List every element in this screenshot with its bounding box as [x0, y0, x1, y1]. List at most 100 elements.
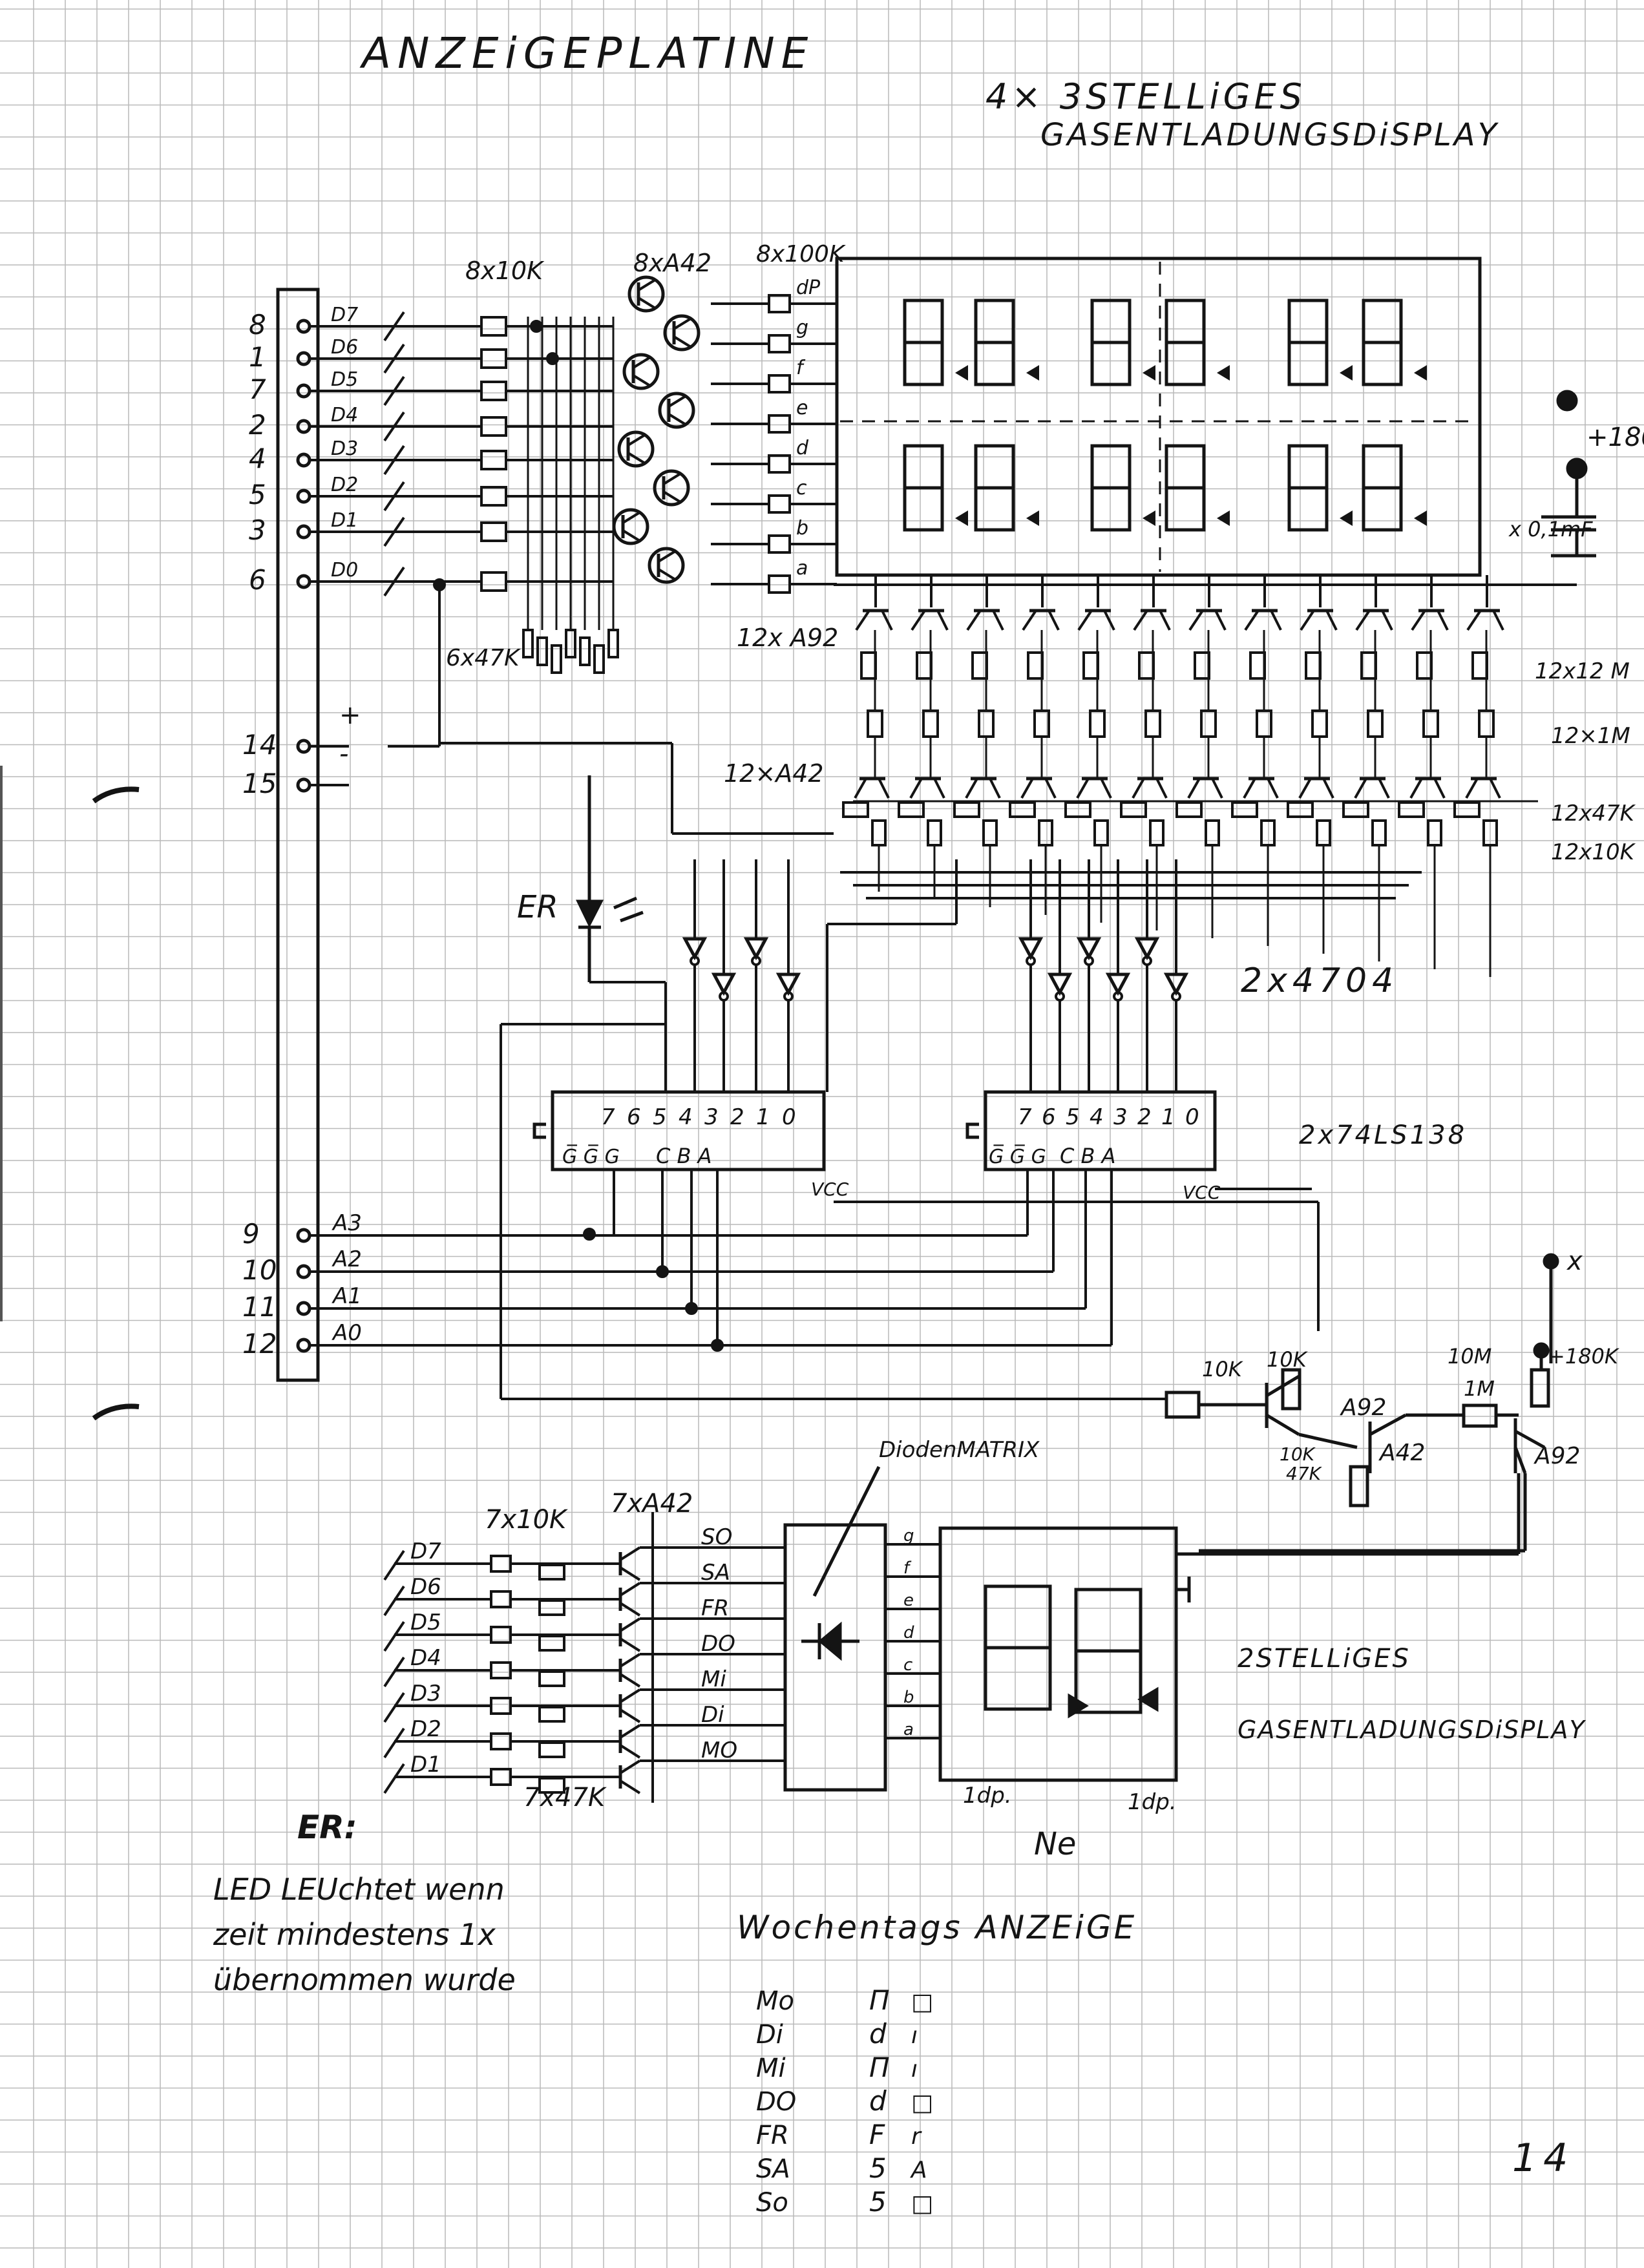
pin-number: 5 — [249, 479, 266, 510]
transistor-lead — [619, 1546, 641, 1561]
resistor — [1064, 801, 1091, 818]
pin-terminal — [296, 739, 311, 754]
transistor-lead — [619, 1566, 641, 1581]
sheet-title: ANZEiGEPLATINE — [359, 28, 814, 78]
resistor — [871, 819, 887, 846]
bottom-display-caption-line2: GASENTLADUNGSDiSPLAY — [1238, 1716, 1586, 1744]
transistor-lead — [619, 1673, 641, 1688]
decoder-output-label: 4 — [679, 1104, 693, 1130]
transistor-lead — [1020, 778, 1034, 799]
transistor-lead — [619, 1602, 641, 1617]
resistor — [538, 1564, 565, 1580]
resistor — [1093, 819, 1109, 846]
resistor — [1287, 801, 1314, 818]
pin-terminal — [296, 419, 311, 434]
transistor-lead — [1433, 778, 1446, 799]
inverter-bubble — [1026, 956, 1036, 966]
transistor — [622, 353, 660, 390]
segment-label: d — [796, 437, 809, 459]
resistor — [867, 709, 883, 738]
resistor — [1416, 651, 1433, 680]
resistor — [922, 709, 939, 738]
weekday-glyph-1: 5 — [869, 2186, 887, 2218]
label-hv-r4: 47K — [1286, 1463, 1323, 1484]
pin-number: 10 — [242, 1254, 277, 1286]
weekday-day-label: Mo — [756, 1986, 794, 2016]
note-line1: LED LEUchtet wenn — [213, 1872, 505, 1907]
pin-number: 14 — [242, 729, 277, 761]
label-r-anode: 8x100K — [756, 241, 846, 268]
bottom-segment-label: b — [903, 1688, 914, 1707]
transistor-lead — [1378, 778, 1390, 799]
label-r-lower-data: 6x47K — [446, 645, 521, 671]
digit-driver-array — [834, 575, 1577, 977]
transistor-lead — [1322, 778, 1334, 799]
bus-slash — [383, 375, 405, 406]
day-code-label: SA — [701, 1560, 730, 1586]
resistor — [579, 636, 591, 666]
address-signal-label: A3 — [332, 1210, 362, 1236]
transistor-lead — [1270, 610, 1282, 631]
decoder-vcc-label: VCC — [1183, 1182, 1221, 1203]
resistor — [490, 1697, 512, 1715]
transistor-lead — [619, 1637, 641, 1652]
bottom-data-label: D6 — [410, 1574, 441, 1600]
inverter-bubble — [1084, 956, 1094, 966]
transistor-lead — [1155, 778, 1168, 799]
data-signal-label: D7 — [331, 304, 358, 326]
top-display-module — [835, 257, 1482, 577]
junction-dot — [583, 1228, 596, 1241]
junction-dot — [546, 352, 559, 365]
transistor-lead — [1411, 609, 1426, 631]
transistor — [612, 508, 649, 545]
pin-number: 4 — [249, 443, 266, 474]
transistor — [658, 392, 695, 429]
bottom-segment-label: a — [903, 1720, 914, 1739]
resistor — [978, 709, 995, 738]
decoder-output-label: 6 — [627, 1104, 641, 1130]
transistor-lead — [1187, 778, 1201, 799]
label-hv-t1: A92 — [1340, 1394, 1386, 1421]
transistor-lead — [619, 1744, 641, 1759]
decimal-point — [1026, 365, 1039, 381]
inverter-group — [682, 859, 1189, 1092]
pin-number: 6 — [249, 564, 266, 596]
transistor-lead — [622, 529, 641, 542]
note-line3: übernommen wurde — [213, 1962, 516, 1997]
transistor-lead — [933, 778, 945, 799]
transistor-lead — [1243, 778, 1256, 799]
decoder-output-label: 5 — [1066, 1104, 1080, 1130]
label-decoders: 2x74LS138 — [1299, 1120, 1467, 1150]
weekday-heading: Wochentags ANZEiGE — [737, 1909, 1137, 1946]
bus-slash — [383, 1692, 405, 1723]
decoder-output-label: 5 — [653, 1104, 667, 1130]
inverter-bubble — [690, 956, 700, 966]
weekday-day-label: FR — [756, 2121, 789, 2150]
label-x: x — [1566, 1246, 1583, 1276]
data-signal-label: D3 — [331, 437, 358, 460]
resistor — [1427, 819, 1442, 846]
decoder-output-label: 2 — [1137, 1104, 1152, 1130]
resistor — [538, 1741, 565, 1758]
bus-slash — [383, 1621, 405, 1652]
pin-terminal — [296, 383, 311, 399]
transistor-lead — [1077, 609, 1093, 631]
inverter-bubble — [1142, 956, 1152, 966]
decimal-point — [1414, 365, 1427, 381]
resistor — [490, 1590, 512, 1608]
note-line2: zeit mindestens 1x — [213, 1917, 496, 1952]
top-display-caption-line1: 4× 3STELLiGES — [985, 76, 1306, 117]
pin-terminal — [296, 524, 311, 540]
resistor — [1305, 651, 1322, 680]
inverter-bubble — [1113, 991, 1123, 1002]
transistor-lead — [1244, 609, 1259, 631]
bottom-data-label: D4 — [410, 1645, 441, 1671]
decimal-point — [955, 365, 968, 381]
weekday-day-label: SA — [756, 2154, 790, 2184]
label-hv-t3: A92 — [1533, 1443, 1580, 1469]
resistor — [593, 644, 605, 674]
binder-mark-top — [92, 786, 140, 804]
bus-slash — [383, 1727, 405, 1759]
label-t-12xa42: 12×A42 — [724, 759, 824, 788]
resistor — [607, 629, 619, 658]
